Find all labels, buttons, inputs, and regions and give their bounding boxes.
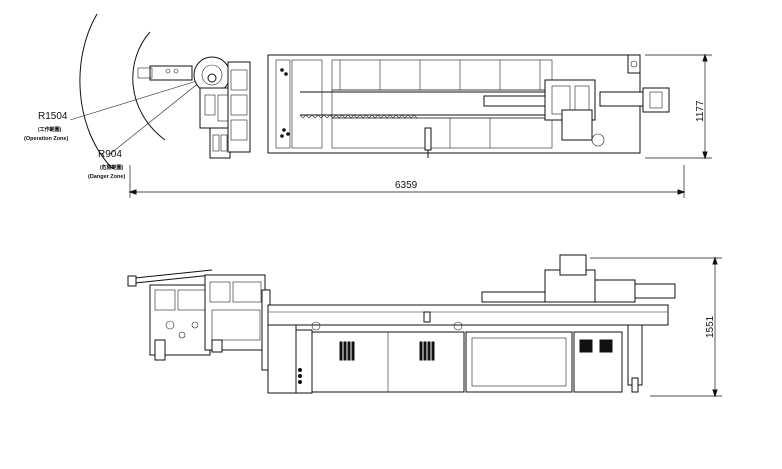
overall-height-label: 1551	[705, 315, 716, 338]
danger-zone-en-label: (Danger Zone)	[88, 174, 125, 180]
overall-width-label: 1177	[695, 100, 706, 122]
machine-frame-side	[267, 254, 676, 394]
bend-head-top	[137, 56, 251, 159]
danger-radius-label: R904	[98, 149, 122, 160]
operation-zone-cn-label: (工作範圍)	[38, 126, 62, 133]
overall-length-label: 6359	[395, 180, 418, 191]
dimension-length-top	[128, 165, 686, 198]
machine-frame-top	[267, 54, 670, 158]
danger-radius-leader	[109, 81, 201, 155]
bend-head-side	[127, 269, 271, 371]
operation-zone-en-label: (Operation Zone)	[24, 136, 68, 142]
danger-zone-arc	[132, 31, 166, 141]
operation-radius-leader	[69, 79, 201, 121]
operation-zone-arc	[79, 13, 113, 169]
top-view	[69, 13, 712, 198]
side-view	[127, 254, 722, 398]
operation-radius-label: R1504	[38, 111, 68, 122]
dimension-height-side	[590, 256, 722, 398]
dimension-width-top	[645, 53, 712, 160]
vent-slots	[339, 341, 435, 361]
danger-zone-cn-label: (危險範圍)	[100, 164, 124, 171]
